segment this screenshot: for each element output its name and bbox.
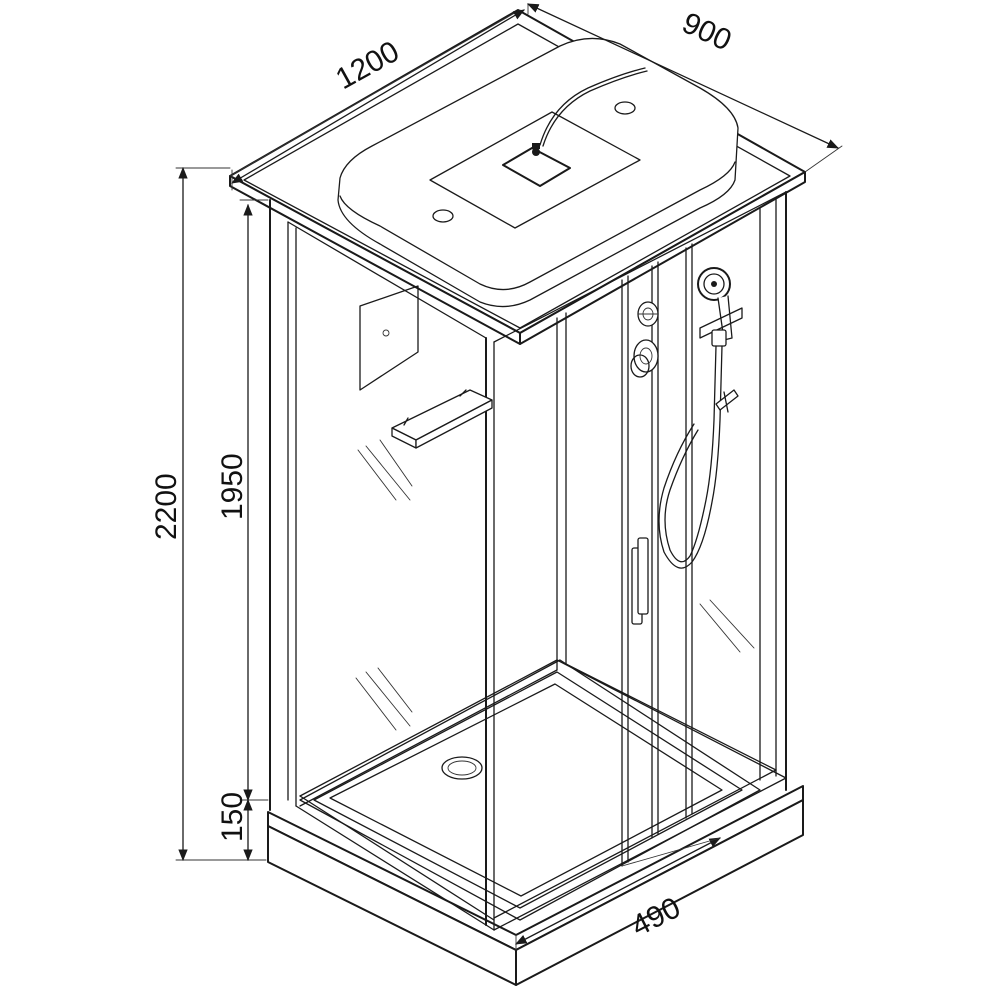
dimension-lines — [175, 3, 843, 951]
mixer-knob-icon — [630, 339, 659, 378]
hand-shower-icon — [697, 267, 743, 347]
tray-floor — [299, 659, 761, 921]
tray-height-dimension-label: 150 — [216, 792, 249, 842]
diverter-knob-icon — [637, 301, 659, 327]
shower-hose-icon — [658, 345, 739, 569]
shower-head-connector-icon — [532, 143, 540, 156]
shower-tray-base — [267, 785, 804, 986]
glass-shelf-icon — [391, 389, 493, 449]
depth-dimension-label: 900 — [677, 6, 736, 57]
door-handle-icon — [631, 537, 649, 625]
shower-controls — [630, 267, 743, 625]
total-height-dimension-label: 2200 — [150, 473, 183, 540]
cabin-height-dimension-label: 1950 — [216, 453, 249, 520]
back-wall-features — [355, 285, 755, 731]
drain-icon — [441, 756, 483, 780]
